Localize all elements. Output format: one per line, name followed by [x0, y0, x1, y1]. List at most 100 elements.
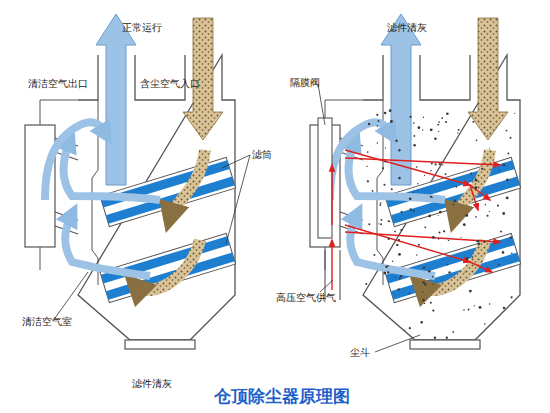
dust-particle	[424, 226, 426, 228]
dust-particle	[396, 244, 398, 246]
dust-particle	[423, 267, 426, 270]
dust-particle	[365, 283, 367, 285]
dust-particle	[497, 205, 499, 207]
dust-particle	[495, 260, 496, 261]
dust-particle	[438, 131, 439, 132]
dust-particle	[398, 149, 400, 151]
dust-particle	[506, 196, 509, 199]
dust-particle	[511, 252, 513, 254]
dust-particle	[476, 139, 478, 141]
dust-particle	[372, 190, 374, 192]
dust-particle	[395, 277, 396, 278]
dust-particle	[486, 215, 488, 217]
dust-particle	[414, 135, 416, 137]
dust-particle	[418, 126, 421, 129]
dust-particle	[389, 109, 392, 112]
dust-particle	[502, 251, 505, 254]
dust-particle	[474, 186, 477, 189]
dust-particle	[438, 121, 440, 123]
dust-particle	[400, 275, 402, 277]
dust-particle	[431, 162, 433, 164]
dust-particle	[442, 164, 443, 165]
dust-particle	[498, 264, 500, 266]
dust-particle	[447, 264, 449, 266]
part-label: 滤筒	[252, 149, 272, 161]
dust-particle	[428, 270, 431, 273]
dust-particle	[430, 302, 432, 304]
dust-particle	[385, 147, 386, 148]
dust-particle	[448, 240, 449, 241]
dust-particle	[502, 212, 505, 215]
part-label: 清洁空气出口	[28, 78, 88, 90]
part-label: 滤件清灰	[387, 22, 427, 34]
dust-particle	[418, 244, 420, 246]
dust-particle	[438, 231, 440, 233]
collector-normal	[25, 14, 236, 349]
dust-particle	[398, 239, 400, 241]
dust-particle	[472, 121, 474, 123]
dust-particle	[514, 113, 515, 114]
dust-particle	[416, 254, 417, 255]
dust-particle	[367, 180, 369, 182]
dust-particle	[483, 241, 485, 243]
dust-particle	[453, 204, 455, 206]
dust-particle	[448, 271, 450, 273]
dust-particle	[417, 183, 418, 184]
dust-particle	[422, 129, 423, 130]
dust-particle	[377, 125, 379, 127]
dust-particle	[432, 283, 433, 284]
dust-particle	[413, 144, 416, 147]
dust-particle	[510, 236, 512, 238]
dust-particle	[391, 188, 393, 190]
dust-particle	[484, 323, 486, 325]
dust-particle	[430, 170, 432, 172]
dust-particle	[463, 223, 466, 226]
dust-particle	[423, 117, 424, 118]
dust-particle	[489, 303, 490, 304]
dust-particle	[413, 191, 415, 193]
dust-particle	[443, 230, 445, 232]
dust-particle	[383, 272, 386, 275]
dust-particle	[474, 305, 475, 306]
dust-particle	[368, 123, 371, 126]
dust-particle	[458, 129, 460, 131]
dust-particle	[472, 256, 474, 258]
dust-particle	[470, 172, 472, 174]
dust-particle	[384, 112, 387, 115]
dust-particle	[428, 215, 431, 218]
dust-particle	[413, 122, 415, 124]
dust-particle	[454, 200, 457, 203]
dust-particle	[478, 243, 481, 246]
dust-particle	[445, 173, 447, 175]
dust-particle	[432, 236, 435, 239]
dust-particle	[424, 175, 425, 176]
pulse-air-arrows	[332, 150, 500, 290]
dust-particle	[489, 148, 490, 149]
part-label: 正常运行	[122, 22, 162, 34]
dust-particle	[432, 276, 434, 278]
dust-particle	[384, 160, 386, 162]
dust-particle	[430, 196, 432, 198]
dust-particle	[464, 271, 465, 272]
figure-caption: 仓顶除尘器原理图	[214, 386, 350, 406]
part-label: 含尘空气入口	[140, 78, 200, 90]
dust-particle	[468, 309, 470, 311]
dust-particle	[401, 211, 403, 213]
dust-particle	[409, 197, 412, 200]
dust-particle	[438, 215, 439, 216]
part-label: 高压空气供气	[276, 292, 336, 304]
dust-particle	[445, 121, 447, 123]
dust-particle	[485, 204, 486, 205]
dust-particle	[499, 170, 500, 171]
dust-particle	[382, 167, 384, 169]
dust-particle	[409, 327, 411, 329]
dust-particle	[463, 309, 465, 311]
dust-particle	[476, 240, 479, 243]
diaphragm-valve	[318, 118, 332, 238]
dust-particle	[475, 216, 477, 218]
dust-particle	[446, 112, 449, 115]
dust-particle	[475, 179, 478, 182]
dust-particle	[410, 208, 412, 210]
dust-particle	[437, 124, 439, 126]
dust-particle	[434, 163, 436, 165]
